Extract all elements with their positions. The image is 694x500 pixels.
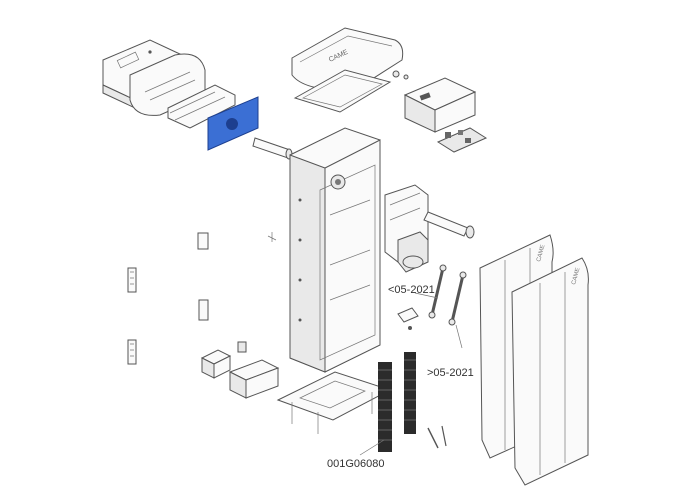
label-after-2021: >05-2021 bbox=[427, 367, 474, 379]
screw-small bbox=[267, 232, 277, 242]
control-box bbox=[403, 77, 477, 133]
housing-lid: CAME bbox=[291, 27, 404, 91]
linkage-arm-after bbox=[448, 271, 467, 326]
label-before-2021: <05-2021 bbox=[388, 284, 435, 296]
small-key bbox=[392, 70, 409, 80]
battery-box bbox=[228, 359, 280, 399]
spring-right bbox=[404, 352, 416, 434]
gearmotor bbox=[384, 184, 429, 273]
leader-lines bbox=[359, 292, 463, 456]
cylinder-small bbox=[237, 341, 247, 353]
shaft bbox=[252, 137, 293, 160]
linkage-arm-before bbox=[428, 264, 447, 319]
side-cover-front: CAME bbox=[511, 257, 589, 486]
transformer bbox=[200, 349, 232, 379]
stop-bracket bbox=[397, 307, 419, 330]
svg-text:CAME: CAME bbox=[571, 267, 581, 285]
base-plate bbox=[276, 371, 392, 434]
hinge-parts bbox=[127, 232, 209, 365]
lid-gasket bbox=[293, 69, 392, 113]
main-cabinet bbox=[289, 127, 381, 373]
label-part-code: 001G06080 bbox=[327, 458, 385, 470]
pins bbox=[427, 425, 447, 449]
bracket-tray bbox=[167, 84, 236, 129]
highlighted-plate bbox=[207, 96, 259, 151]
svg-text:CAME: CAME bbox=[536, 244, 546, 262]
circuit-board bbox=[436, 127, 488, 153]
output-shaft bbox=[423, 211, 475, 239]
spring-left bbox=[378, 362, 392, 452]
